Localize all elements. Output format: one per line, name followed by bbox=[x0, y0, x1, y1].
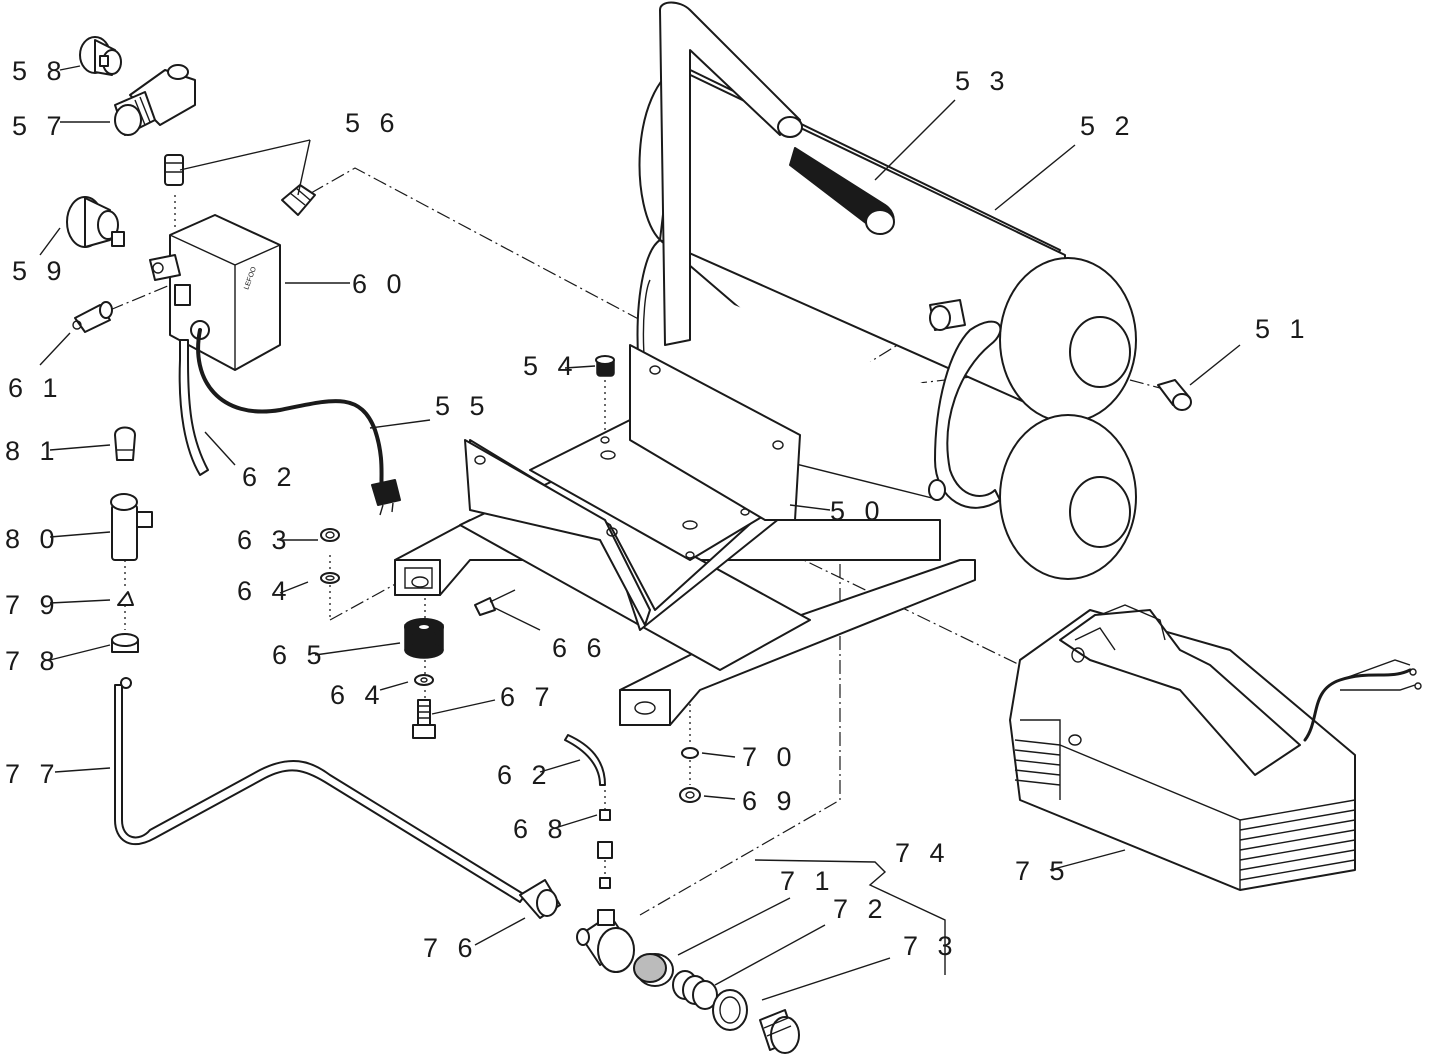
label-part-56: 5 6 bbox=[345, 108, 401, 138]
regulator-57 bbox=[114, 64, 196, 136]
label-part-70: 7 0 bbox=[742, 742, 798, 772]
label-part-55: 5 5 bbox=[435, 391, 491, 421]
fitting-56-right bbox=[281, 184, 316, 216]
fitting-81 bbox=[114, 426, 136, 461]
tee-fitting-80 bbox=[110, 493, 153, 561]
nut-78 bbox=[111, 633, 139, 653]
nut-69 bbox=[679, 787, 701, 803]
fitting-68 bbox=[597, 809, 613, 889]
sleeve-79 bbox=[117, 591, 134, 606]
drain-fitting-51 bbox=[1157, 379, 1192, 411]
spring-72 bbox=[672, 970, 718, 1010]
label-part-78: 7 8 bbox=[5, 646, 61, 676]
group-bracket-74 bbox=[754, 859, 946, 975]
label-part-65: 6 5 bbox=[272, 640, 328, 670]
leader-lines bbox=[39, 65, 1241, 1001]
label-part-51: 5 1 bbox=[1255, 314, 1311, 344]
label-part-59: 5 9 bbox=[12, 256, 68, 286]
tank-fitting bbox=[928, 299, 966, 501]
check-valve-disc-71 bbox=[633, 953, 674, 987]
label-part-61: 6 1 bbox=[8, 373, 64, 403]
part-labels: 5 0 5 1 5 2 5 3 5 4 5 5 5 6 5 7 5 8 5 9 … bbox=[5, 56, 1311, 963]
washer-64b bbox=[414, 674, 434, 686]
tube-62b bbox=[564, 734, 606, 786]
motor-pump-unit bbox=[1009, 604, 1422, 891]
power-cable bbox=[196, 328, 401, 516]
label-part-77: 7 7 bbox=[5, 759, 61, 789]
label-part-75: 7 5 bbox=[1015, 856, 1071, 886]
label-part-74: 7 4 bbox=[895, 838, 951, 868]
label-part-64a: 6 4 bbox=[237, 576, 293, 606]
label-part-69: 6 9 bbox=[742, 786, 798, 816]
label-part-68: 6 8 bbox=[513, 814, 569, 844]
label-part-64b: 6 4 bbox=[330, 680, 386, 710]
label-part-63: 6 3 bbox=[237, 525, 293, 555]
label-part-62b: 6 2 bbox=[497, 760, 553, 790]
motor-cradle bbox=[459, 344, 811, 671]
washer-64 bbox=[320, 572, 340, 584]
safety-valve-61 bbox=[72, 301, 113, 333]
cap-54 bbox=[595, 355, 615, 377]
label-part-66: 6 6 bbox=[552, 633, 608, 663]
outlet-tube-77 bbox=[114, 684, 526, 903]
label-part-81: 8 1 bbox=[5, 436, 61, 466]
washer-70 bbox=[681, 747, 699, 759]
check-valve-body bbox=[576, 909, 635, 973]
label-part-58: 5 8 bbox=[12, 56, 68, 86]
fitting-56-left bbox=[164, 154, 184, 186]
label-part-60: 6 0 bbox=[352, 269, 408, 299]
label-part-79: 7 9 bbox=[5, 590, 61, 620]
pressure-switch: LEFOO bbox=[149, 214, 281, 371]
gauge-58 bbox=[79, 36, 122, 76]
nut-63 bbox=[320, 528, 340, 542]
label-part-73: 7 3 bbox=[903, 931, 959, 961]
label-part-62a: 6 2 bbox=[242, 462, 298, 492]
label-part-71: 7 1 bbox=[780, 866, 836, 896]
screw-66 bbox=[474, 589, 516, 616]
bolt-67 bbox=[412, 699, 436, 739]
label-part-54: 5 4 bbox=[523, 351, 579, 381]
plug-73 bbox=[759, 1009, 800, 1054]
label-part-50: 5 0 bbox=[830, 496, 886, 526]
unloader-tube bbox=[178, 339, 209, 476]
label-part-76: 7 6 bbox=[423, 933, 479, 963]
cooling-fins bbox=[1014, 739, 1356, 881]
seal-73 bbox=[712, 989, 748, 1031]
label-part-67: 6 7 bbox=[500, 682, 556, 712]
label-part-52: 5 2 bbox=[1080, 111, 1136, 141]
label-part-53: 5 3 bbox=[955, 66, 1011, 96]
label-part-72: 7 2 bbox=[833, 894, 889, 924]
label-part-57: 5 7 bbox=[12, 111, 68, 141]
gauge-59 bbox=[66, 196, 125, 248]
handle-frame bbox=[659, 1, 1002, 509]
isolator-65 bbox=[404, 618, 444, 659]
label-part-80: 8 0 bbox=[5, 524, 61, 554]
nut-76 bbox=[519, 879, 561, 919]
